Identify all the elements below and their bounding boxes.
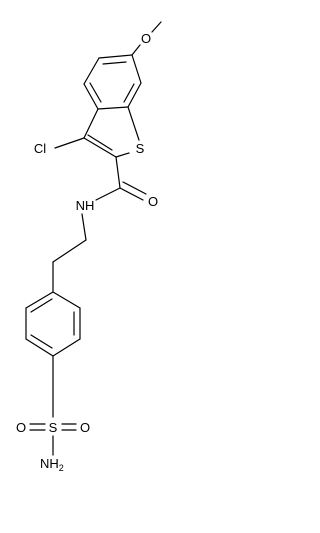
sulfonyl-oxygen-right-label: O [80, 420, 90, 435]
bond-c2-carbonyl [115, 156, 121, 189]
bond-co-2 [122, 181, 147, 195]
bond-c3a-c4-inner [89, 82, 102, 103]
bond-ar-4 [52, 338, 81, 357]
bond-c7-c7a [127, 82, 142, 108]
bond-c5-c6-inner [102, 61, 127, 65]
bond-c7a-c3a [97, 106, 129, 110]
sulfonamide-nh2-label: NH2 [40, 456, 64, 473]
bond-co-1 [119, 187, 144, 201]
bond-ch2-ch2 [52, 239, 87, 263]
amide-nh-label: NH [76, 198, 95, 213]
carbonyl-oxygen-label: O [148, 194, 158, 209]
sulfonyl-oxygen-left-label: O [16, 420, 26, 435]
methoxy-oxygen-label: O [141, 31, 151, 46]
bond-ar-3-inner [30, 334, 53, 349]
bond-s-c2 [115, 152, 130, 158]
ring-sulfur-label: S [136, 141, 145, 156]
sulfonamide-nh-text: NH [40, 456, 59, 471]
bond-c3a-c4 [83, 83, 99, 110]
bond-ar-3 [25, 338, 54, 357]
sulfonamide-subscript-2: 2 [59, 463, 64, 473]
bond-ar-6 [52, 291, 81, 309]
bond-c7a-s [127, 106, 140, 141]
bond-c5-c6 [98, 54, 133, 59]
bond-c4-c5 [83, 57, 100, 85]
bond-c2-c3 [83, 137, 117, 158]
bond-methyl-o [151, 21, 162, 33]
bond-c6-c7 [131, 54, 142, 84]
structure-canvas: O S Cl O NH S O O NH2 [16, 21, 162, 473]
bond-c7-c7a-inner [123, 83, 135, 103]
bonds [25, 21, 162, 456]
bond-c2-c3-inner [87, 134, 113, 151]
bond-ar-1-inner [30, 298, 53, 313]
atom-labels: O S Cl O NH S O O NH2 [16, 31, 158, 473]
chemical-structure-diagram: O S Cl O NH S O O NH2 [16, 21, 162, 473]
bond-c3-c3a [83, 108, 99, 139]
bond-carbonyl-n [95, 187, 121, 201]
bond-c3-cl [54, 137, 85, 149]
bond-ar-1 [25, 291, 54, 309]
bond-o-c6 [131, 44, 141, 56]
bond-n-ch2 [81, 213, 87, 241]
sulfonyl-sulfur-label: S [49, 420, 58, 435]
chlorine-label: Cl [34, 141, 46, 156]
